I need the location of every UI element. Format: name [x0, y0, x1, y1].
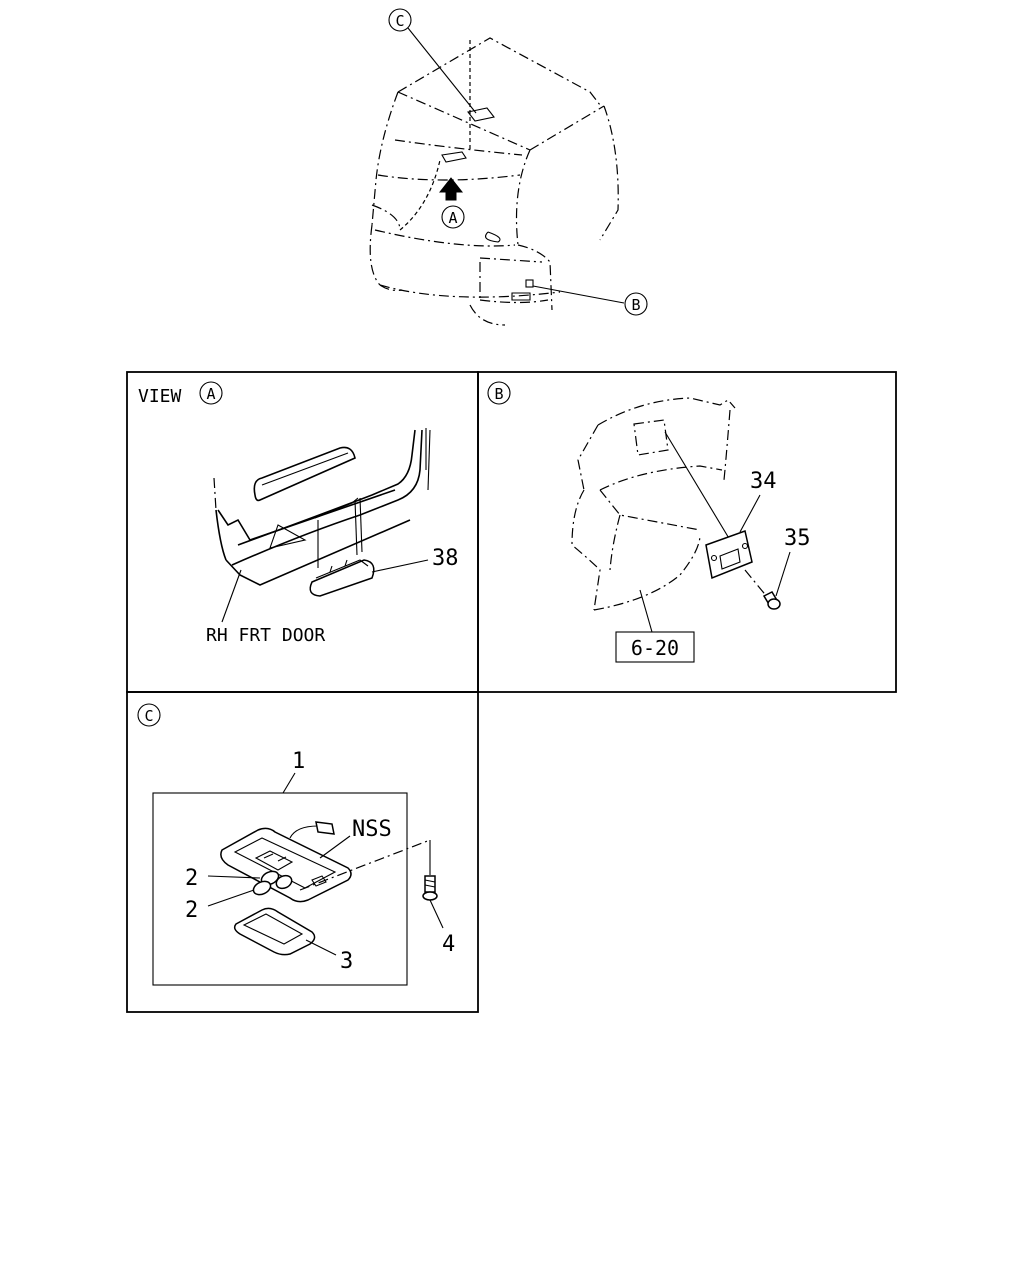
part-2a-label: 2: [185, 866, 198, 891]
panel-view-a: VIEW A RH FRT DOOR 38: [138, 381, 459, 646]
svg-text:B: B: [494, 385, 503, 403]
callout-b-top: B: [624, 292, 648, 316]
part-1-label: 1: [292, 749, 305, 774]
part-4-label: 4: [442, 932, 455, 957]
callout-c-top: C: [388, 8, 412, 32]
svg-text:C: C: [144, 707, 153, 725]
panel-frames: [126, 371, 897, 1013]
callout-a-panel: A: [199, 381, 223, 405]
part-3-label: 3: [340, 949, 353, 974]
cab-overview: [369, 27, 625, 326]
svg-text:A: A: [448, 209, 457, 227]
nss-label: NSS: [352, 817, 392, 842]
svg-text:A: A: [206, 385, 215, 403]
door-label: RH FRT DOOR: [206, 625, 325, 646]
part-34-label: 34: [750, 469, 777, 494]
part-35-label: 35: [784, 526, 811, 551]
callout-a-top: A: [441, 205, 465, 229]
panel-c: C 1 NSS 2 2 3 4: [137, 703, 455, 986]
callout-b-panel: B: [487, 381, 511, 405]
part-2b-label: 2: [185, 898, 198, 923]
panel-b: B 6-20 34 35: [487, 381, 811, 663]
svg-text:B: B: [631, 296, 640, 314]
ref-box-label: 6-20: [631, 636, 679, 660]
svg-text:C: C: [395, 12, 404, 30]
view-label: VIEW: [138, 386, 182, 407]
callout-c-panel: C: [137, 703, 161, 727]
part-38-label: 38: [432, 546, 459, 571]
